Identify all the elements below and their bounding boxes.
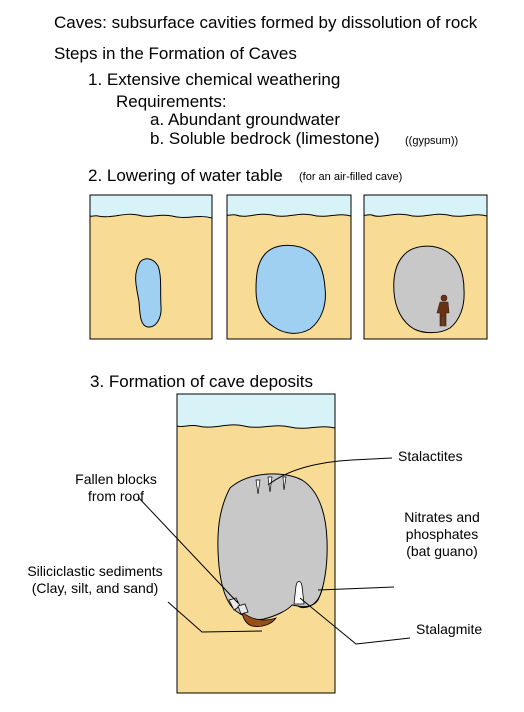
definition-text: Caves: subsurface cavities formed by dis… [54,13,478,32]
requirement-a: a. Abundant groundwater [150,110,340,129]
label-fallen-blocks: Fallen blocks from roof [56,472,176,503]
step2-note: (for an air-filled cave) [299,171,403,183]
stalactite [255,479,261,495]
stalactites-leader [267,457,393,486]
label-nitrates-line3: (bat guano) [406,543,478,559]
label-siliciclastic-line2: (Clay, silt, and sand) [31,580,159,596]
requirement-b-note: ((gypsum)) [405,135,459,147]
label-stalactites: Stalactites [398,448,463,464]
label-siliciclastic: Siliciclastic sediments (Clay, silt, and… [10,564,180,595]
water-filled-cavity-large [255,244,326,334]
nitrates-leader [317,586,395,591]
siliciclastic-sediment-deposit [241,611,277,627]
requirement-b: b. Soluble bedrock (limestone) [150,129,380,148]
siliciclastic-leader [167,601,263,633]
step2-title: 2. Lowering of water table [88,166,283,185]
panel-enlarged-water-filled [226,194,352,340]
label-fallen-blocks-line1: Fallen blocks [75,471,157,487]
label-nitrates-line1: Nitrates and [404,509,480,525]
steps-heading: Steps in the Formation of Caves [54,44,297,63]
stalagmite-leader [299,597,411,645]
panel-cave-deposits [176,393,336,694]
label-siliciclastic-line1: Siliciclastic sediments [27,563,163,579]
stalagmite [293,581,305,605]
label-nitrates: Nitrates and phosphates (bat guano) [382,510,502,558]
water-filled-cavity-small [135,258,162,328]
step3-title: 3. Formation of cave deposits [90,372,314,391]
panel-air-filled [363,194,488,340]
air-filled-cavity [393,245,465,334]
label-nitrates-line2: phosphates [405,526,479,542]
fallen-block [237,603,249,615]
label-fallen-blocks-line2: from roof [87,488,144,504]
cave-chamber [217,473,328,620]
leader-lines [137,457,411,645]
step1-title: 1. Extensive chemical weathering [88,70,341,89]
requirements-label: Requirements: [116,92,227,111]
bat-guano-deposit [296,585,324,609]
stalactite [282,476,287,491]
label-stalagmite: Stalagmite [416,621,483,637]
person-figure [436,294,450,327]
panel-initial-water-filled [89,194,213,340]
fallen-blocks-leader [137,496,239,604]
